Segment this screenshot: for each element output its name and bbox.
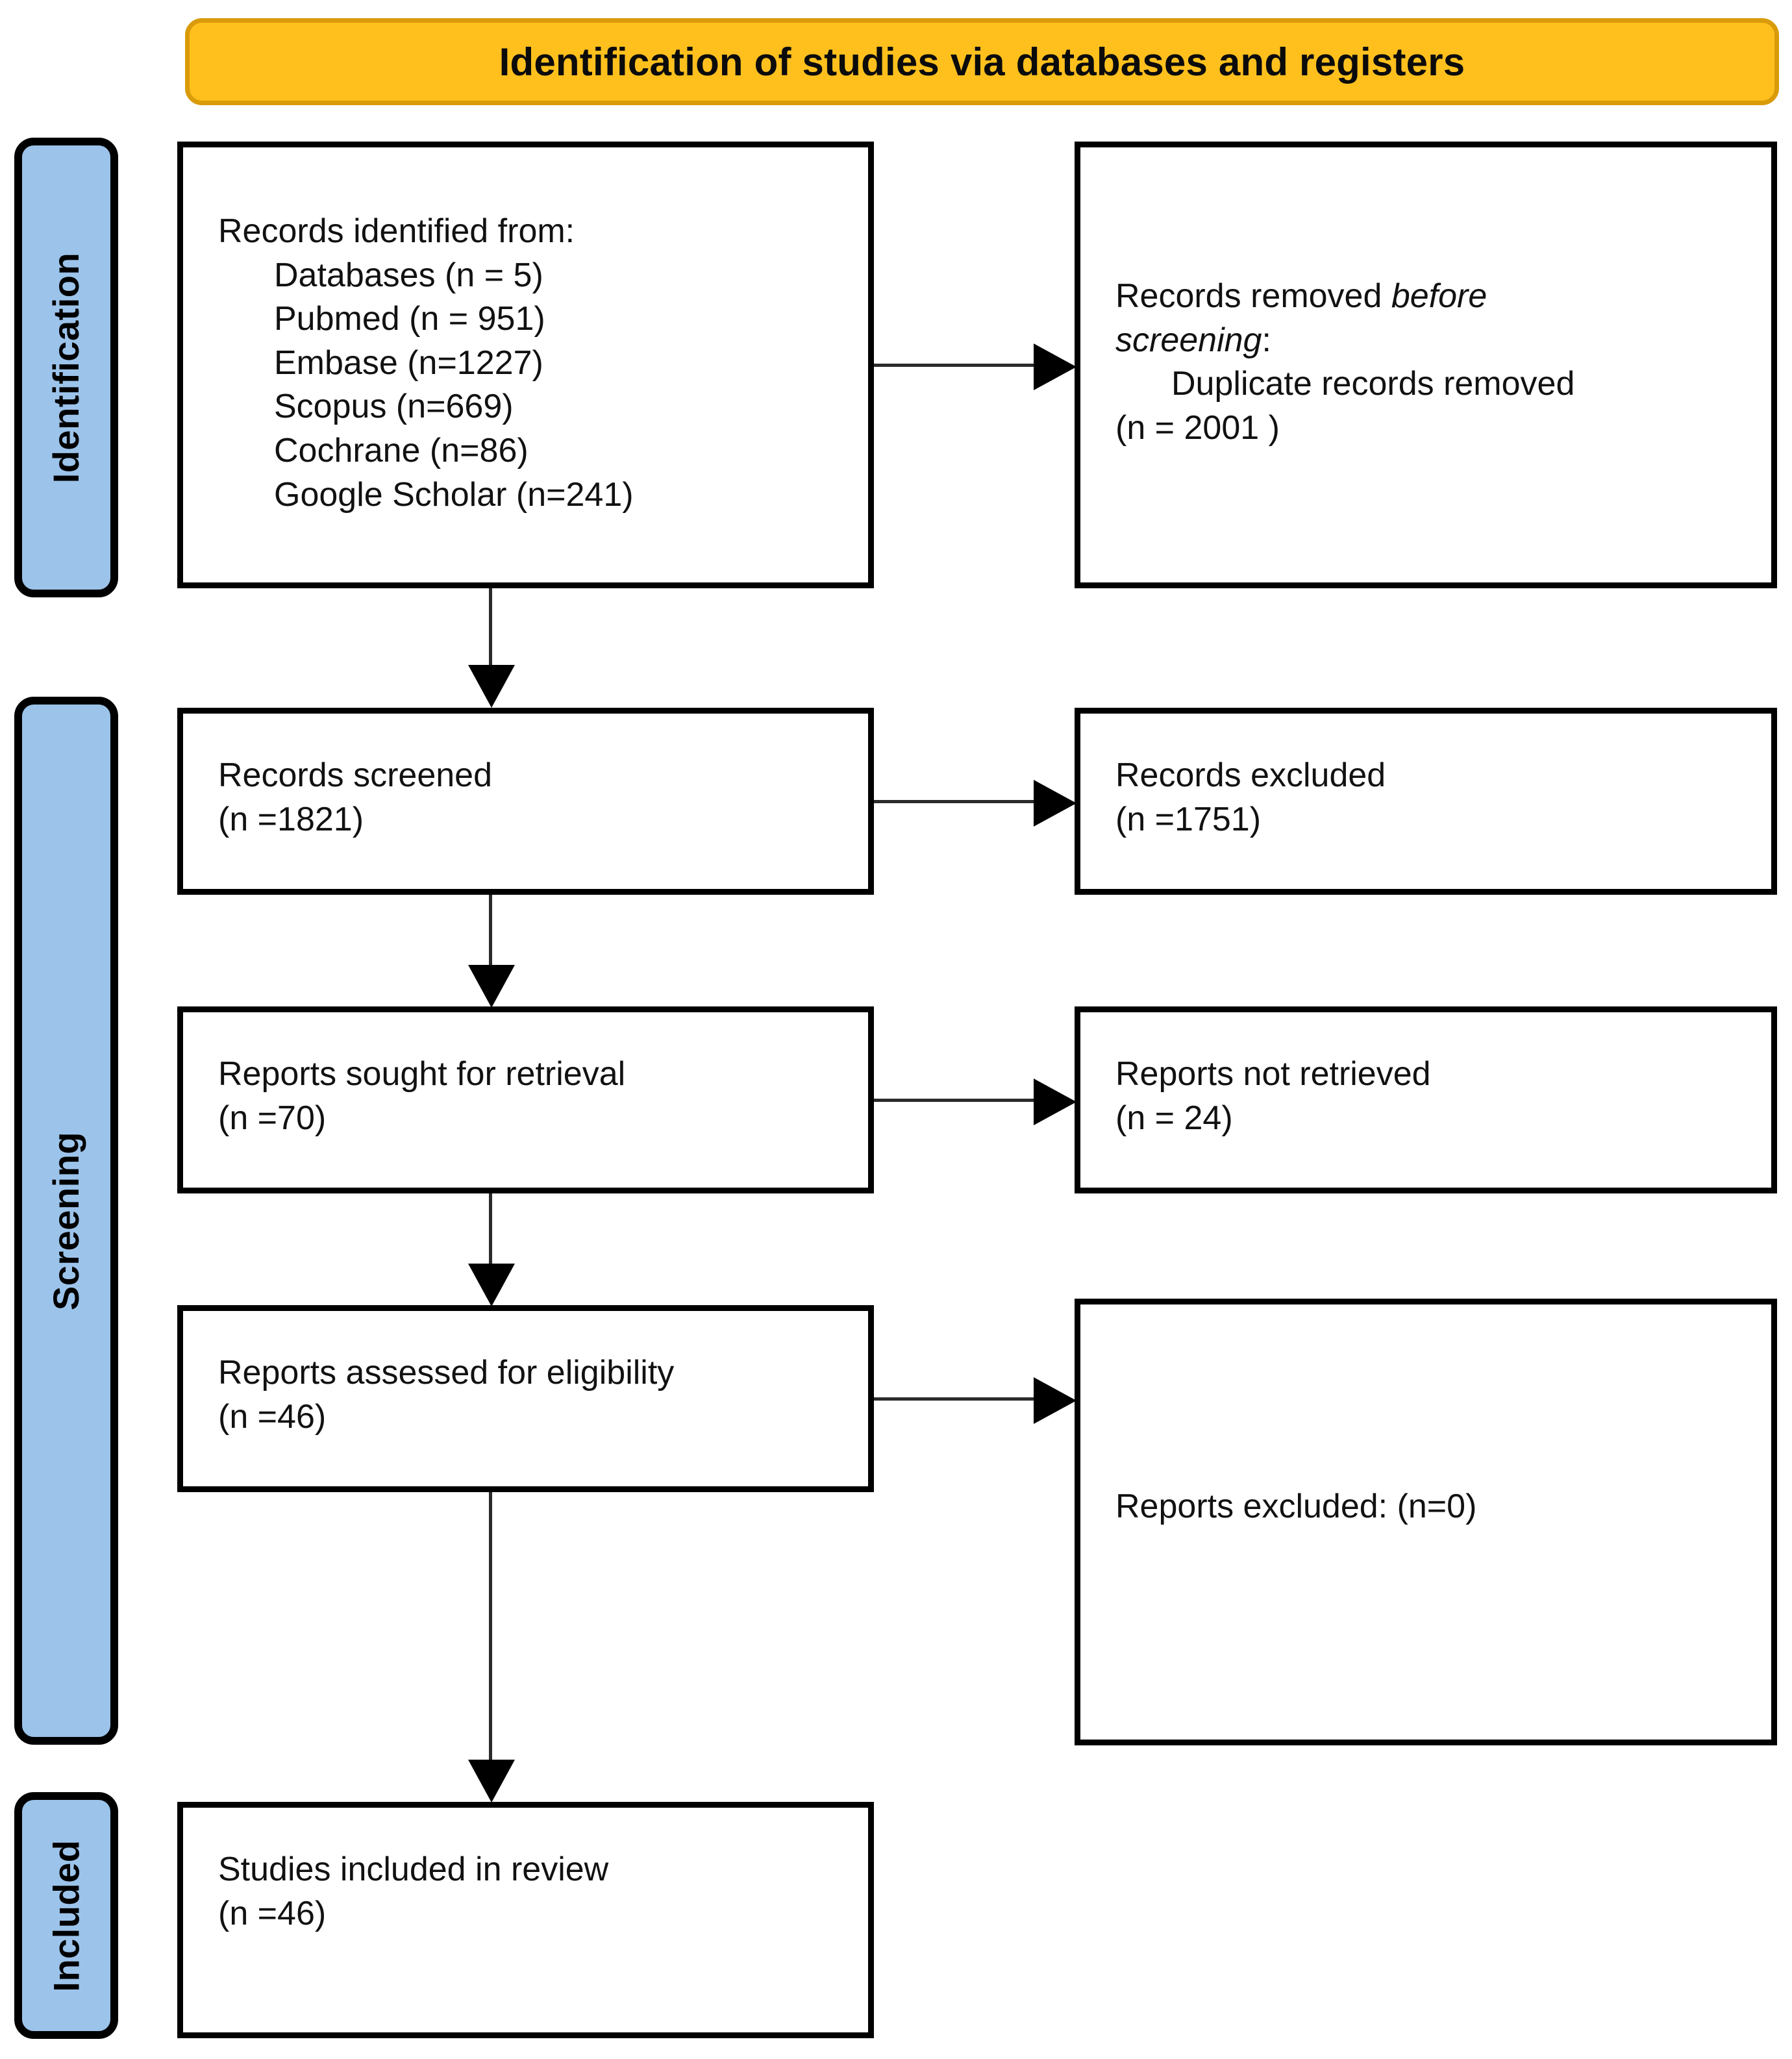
records-screened-label: Records screened <box>218 756 492 794</box>
source-pubmed: Pubmed (n = 951) <box>274 300 545 338</box>
records-removed-colon: : <box>1262 321 1271 359</box>
box-reports-not-retrieved: Reports not retrieved (n = 24) <box>1075 1006 1777 1193</box>
box-reports-excluded: Reports excluded: (n=0) <box>1075 1299 1777 1745</box>
box-records-screened: Records screened (n =1821) <box>177 708 874 895</box>
studies-included-count: (n =46) <box>218 1894 327 1932</box>
records-removed-line1: Records removed before <box>1115 275 1752 319</box>
box-reports-assessed-eligibility-content: Reports assessed for eligibility (n =46) <box>218 1351 849 1439</box>
duplicate-records-removed-label: Duplicate records removed <box>1171 365 1575 403</box>
source-cochrane: Cochrane (n=86) <box>274 431 529 469</box>
box-reports-assessed-eligibility: Reports assessed for eligibility (n =46) <box>177 1305 874 1492</box>
reports-sought-label: Reports sought for retrieval <box>218 1055 626 1093</box>
connector-identified-to-removed-line <box>874 364 1036 367</box>
box-records-identified: Records identified from: Databases (n = … <box>177 142 874 588</box>
connector-sought-to-eligibility-arrowhead-icon <box>468 1264 515 1306</box>
diagram-title: Identification of studies via databases … <box>499 40 1465 84</box>
stage-tab-identification: Identification <box>14 138 118 597</box>
box-records-identified-content: Records identified from: Databases (n = … <box>218 210 849 517</box>
box-studies-included: Studies included in review (n =46) <box>177 1802 874 2038</box>
stage-tab-included: Included <box>14 1792 118 2039</box>
box-records-removed: Records removed before screening: Duplic… <box>1075 142 1777 588</box>
records-screened-count: (n =1821) <box>218 800 364 838</box>
stage-tab-included-label: Included <box>45 1839 87 1992</box>
reports-not-retrieved-label: Reports not retrieved <box>1115 1055 1431 1093</box>
box-reports-not-retrieved-content: Reports not retrieved (n = 24) <box>1115 1053 1752 1140</box>
source-scopus: Scopus (n=669) <box>274 388 514 426</box>
duplicate-records-removed-count: (n = 2001 ) <box>1115 408 1280 447</box>
records-removed-italic-before: before <box>1391 277 1487 315</box>
stage-tab-screening: Screening <box>14 697 118 1745</box>
reports-eligibility-label: Reports assessed for eligibility <box>218 1354 675 1391</box>
box-reports-excluded-content: Reports excluded: (n=0) <box>1115 1485 1752 1529</box>
source-embase: Embase (n=1227) <box>274 343 543 382</box>
box-records-removed-content: Records removed before screening: Duplic… <box>1115 275 1752 450</box>
connector-identified-to-screened-arrowhead-icon <box>468 665 515 708</box>
records-identified-heading: Records identified from: <box>218 212 575 250</box>
connector-eligibility-to-included-arrowhead-icon <box>468 1760 515 1803</box>
reports-sought-count: (n =70) <box>218 1099 327 1137</box>
stage-tab-identification-label: Identification <box>45 252 87 483</box>
connector-screened-to-sought-line <box>489 895 492 966</box>
records-removed-italic-screening: screening <box>1115 321 1262 359</box>
connector-screened-to-excluded-arrowhead-icon <box>1034 780 1076 827</box>
connector-identified-to-removed-arrowhead-icon <box>1034 343 1076 390</box>
connector-eligibility-to-included-line <box>489 1492 492 1762</box>
records-excluded-label: Records excluded <box>1115 756 1386 794</box>
box-reports-sought-content: Reports sought for retrieval (n =70) <box>218 1053 849 1140</box>
connector-eligibility-to-reportsexcluded-line <box>874 1397 1036 1401</box>
box-reports-sought: Reports sought for retrieval (n =70) <box>177 1006 874 1193</box>
connector-identified-to-screened-line <box>489 588 492 666</box>
connector-screened-to-sought-arrowhead-icon <box>468 965 515 1008</box>
source-databases: Databases (n = 5) <box>274 256 543 294</box>
source-google-scholar: Google Scholar (n=241) <box>274 475 634 514</box>
box-records-excluded-content: Records excluded (n =1751) <box>1115 754 1752 842</box>
box-records-screened-content: Records screened (n =1821) <box>218 754 849 842</box>
reports-eligibility-count: (n =46) <box>218 1397 327 1436</box>
records-excluded-count: (n =1751) <box>1115 800 1262 838</box>
connector-sought-to-notretrieved-line <box>874 1099 1036 1102</box>
connector-sought-to-eligibility-line <box>489 1193 492 1265</box>
connector-sought-to-notretrieved-arrowhead-icon <box>1034 1079 1076 1125</box>
stage-tab-screening-label: Screening <box>45 1131 87 1310</box>
connector-eligibility-to-reportsexcluded-arrowhead-icon <box>1034 1377 1076 1424</box>
records-removed-prefix: Records removed <box>1115 277 1391 315</box>
connector-screened-to-excluded-line <box>874 800 1036 803</box>
reports-not-retrieved-count: (n = 24) <box>1115 1099 1233 1137</box>
diagram-header-banner: Identification of studies via databases … <box>185 18 1779 105</box>
reports-excluded-label: Reports excluded: (n=0) <box>1115 1488 1477 1525</box>
studies-included-label: Studies included in review <box>218 1851 609 1888</box>
records-removed-line2: screening: <box>1115 319 1752 363</box>
box-records-excluded: Records excluded (n =1751) <box>1075 708 1777 895</box>
box-studies-included-content: Studies included in review (n =46) <box>218 1848 849 1936</box>
